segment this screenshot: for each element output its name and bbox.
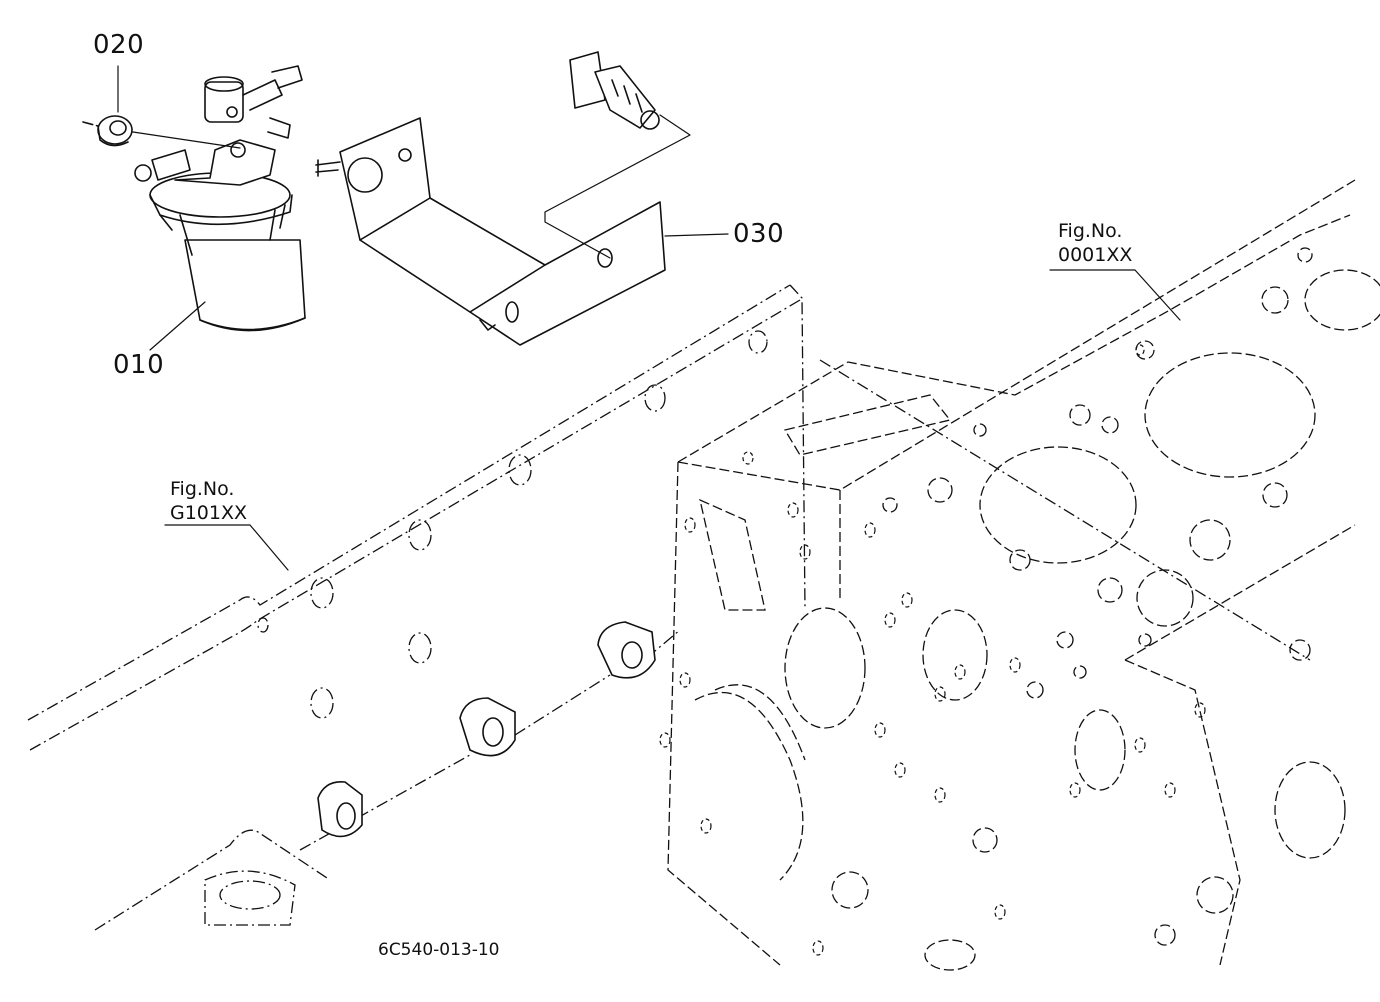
hose-fitting (569, 51, 660, 130)
fig-ref-number: 0001XX (1058, 244, 1133, 266)
drawing-number: 6C540-013-10 (378, 940, 500, 960)
bolt-holes (659, 344, 1206, 956)
fig-ref-crankcase: Fig.No. G101XX (170, 477, 247, 525)
fig-ref-label: Fig.No. (170, 478, 235, 500)
fig-ref-cylinder-head: Fig.No. 0001XX (1058, 219, 1132, 267)
callout-030: 030 (733, 219, 785, 249)
nut-020 (97, 115, 133, 147)
fig-ref-number: G101XX (170, 502, 248, 524)
callout-020: 020 (93, 30, 145, 60)
callout-010: 010 (113, 350, 165, 380)
engine-block-phantom (667, 179, 1380, 971)
crankcase-phantom (27, 284, 1311, 931)
bracket-030 (339, 117, 666, 346)
fuel-filter-010 (134, 65, 306, 332)
fig-ref-label: Fig.No. (1058, 220, 1123, 242)
sealing-washers (317, 621, 656, 838)
